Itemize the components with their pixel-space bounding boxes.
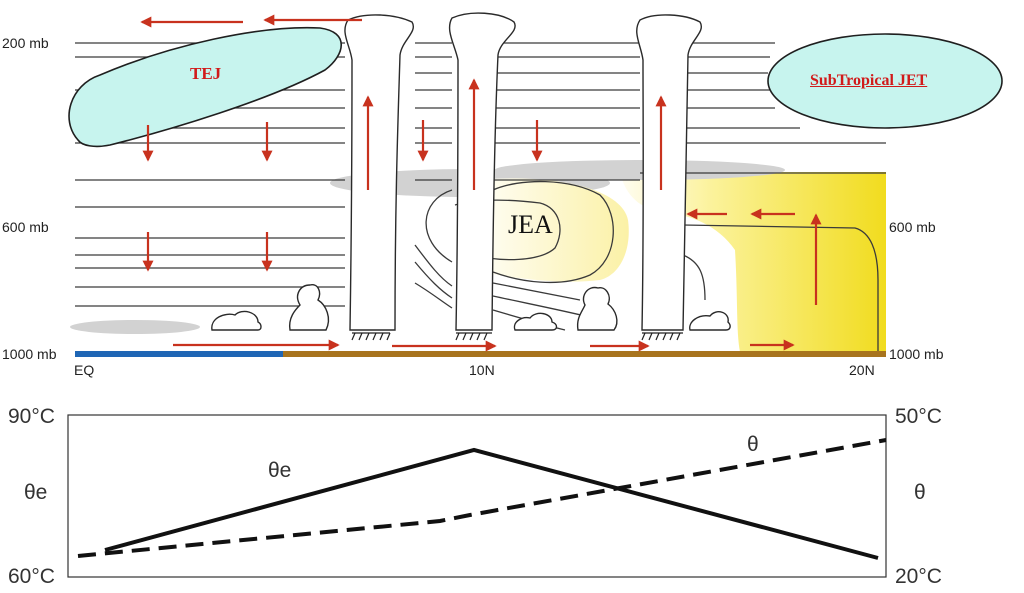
level-label-200mb: 200 mb	[2, 35, 49, 51]
jea-fill	[460, 178, 629, 282]
level-label-1000mb-right: 1000 mb	[889, 346, 944, 362]
cumulus-5	[689, 311, 731, 331]
cumulus-1	[211, 310, 262, 331]
theta-curve	[77, 438, 887, 558]
cumulus-4	[576, 286, 618, 331]
profile-plot-frame	[67, 414, 887, 578]
level-label-1000mb-left: 1000 mb	[2, 346, 57, 362]
circulation-arrows	[140, 14, 822, 352]
tej-label: TEJ	[190, 64, 222, 83]
jea-label: JEA	[508, 210, 553, 239]
theta-e-curve	[104, 447, 879, 560]
latitude-label-eq: EQ	[74, 362, 95, 378]
land-surface	[283, 351, 886, 357]
level-label-600mb-right: 600 mb	[889, 219, 936, 235]
theta-e-curve-label: θe	[268, 459, 292, 482]
left-axis-title: θe	[24, 481, 48, 504]
convective-tower-1	[344, 14, 414, 331]
convective-tower-3	[636, 14, 702, 331]
convective-tower-2	[448, 12, 516, 331]
left-axis-top-label: 90°C	[8, 405, 55, 428]
right-axis-title: θ	[914, 481, 926, 504]
left-axis-bottom-label: 60°C	[8, 565, 55, 588]
ocean-surface	[75, 351, 283, 357]
subtropical-jet-ellipse	[767, 33, 1003, 129]
level-label-600mb-left: 600 mb	[2, 219, 49, 235]
latitude-label-10n: 10N	[469, 362, 495, 378]
cumulus-2	[288, 284, 330, 331]
convective-towers	[211, 12, 731, 331]
latitude-label-20n: 20N	[849, 362, 875, 378]
theta-curve-label: θ	[747, 433, 759, 456]
subtropical-jet-label: SubTropical JET	[810, 72, 928, 89]
tower-base-hatching	[351, 332, 683, 341]
right-axis-bottom-label: 20°C	[895, 565, 942, 588]
tej-ellipse	[68, 26, 342, 148]
right-axis-top-label: 50°C	[895, 405, 942, 428]
cumulus-3	[513, 312, 558, 331]
